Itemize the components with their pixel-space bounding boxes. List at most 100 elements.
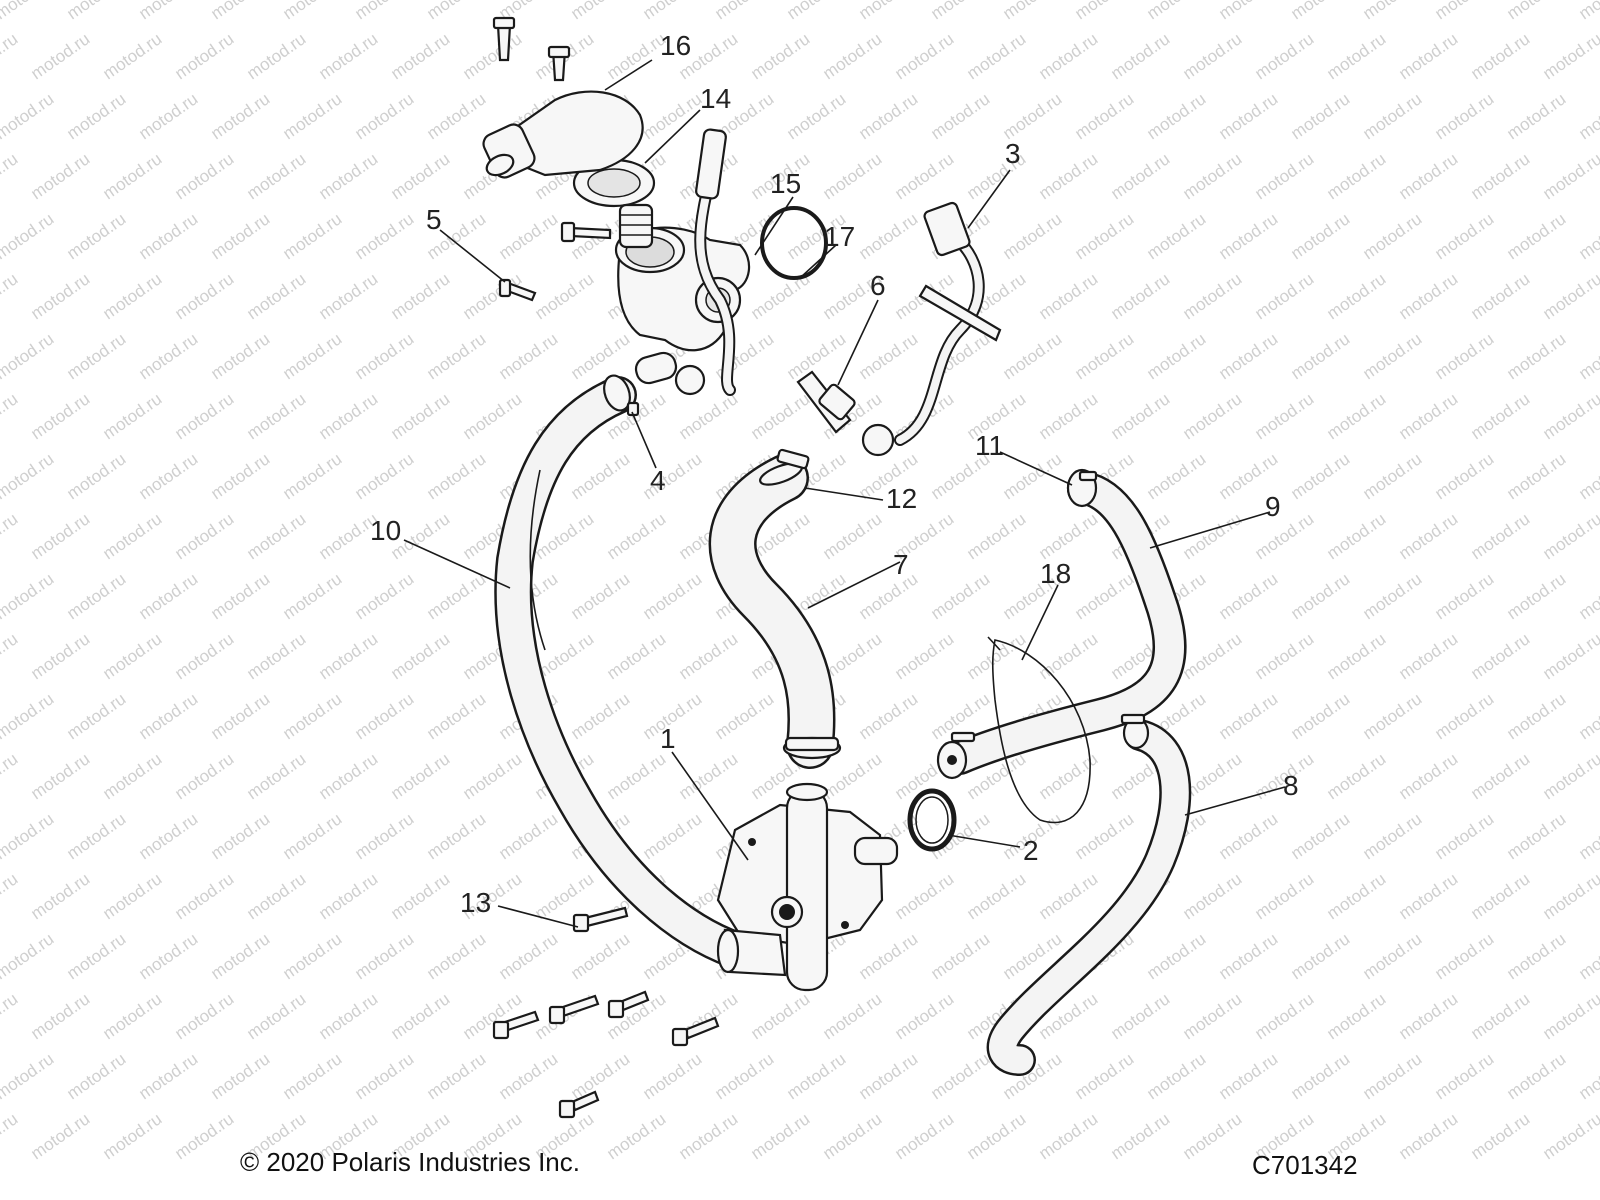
watermark-text: motod.ru [1323, 29, 1389, 83]
watermark-text: motod.ru [243, 149, 309, 203]
watermark-text: motod.ru [855, 329, 921, 383]
watermark-text: motod.ru [279, 569, 345, 623]
watermark-text: motod.ru [567, 449, 633, 503]
watermark-text: motod.ru [675, 749, 741, 803]
watermark-text: motod.ru [171, 629, 237, 683]
watermark-text: motod.ru [0, 689, 57, 743]
watermark-text: motod.ru [1287, 929, 1353, 983]
watermark-text: motod.ru [1575, 1049, 1600, 1103]
watermark-text: motod.ru [639, 809, 705, 863]
watermark-text: motod.ru [1251, 389, 1317, 443]
watermark-text: motod.ru [495, 809, 561, 863]
leader-lines [403, 59, 1286, 928]
hose-7 [708, 454, 842, 769]
callout-17: 17 [824, 221, 855, 252]
watermark-text: motod.ru [1323, 389, 1389, 443]
watermark-text: motod.ru [1143, 929, 1209, 983]
watermark-text: motod.ru [1251, 989, 1317, 1043]
watermark-text: motod.ru [1575, 0, 1600, 23]
watermark-text: motod.ru [1287, 689, 1353, 743]
watermark-text: motod.ru [171, 389, 237, 443]
watermark-text: motod.ru [1467, 869, 1533, 923]
watermark-text: motod.ru [387, 389, 453, 443]
watermark-text: motod.ru [387, 989, 453, 1043]
watermark-text: motod.ru [315, 749, 381, 803]
watermark-text: motod.ru [639, 1049, 705, 1103]
watermark-text: motod.ru [0, 0, 57, 23]
callout-9: 9 [1265, 491, 1281, 522]
watermark-text: motod.ru [1395, 749, 1461, 803]
watermark-text: motod.ru [207, 929, 273, 983]
watermark-text: motod.ru [819, 1109, 885, 1163]
watermark-text: motod.ru [207, 569, 273, 623]
watermark-text: motod.ru [0, 1049, 57, 1103]
watermark-text: motod.ru [1503, 89, 1569, 143]
drawing-number: C701342 [1252, 1150, 1358, 1180]
watermark-text: motod.ru [387, 149, 453, 203]
watermark-text: motod.ru [63, 569, 129, 623]
watermark-text: motod.ru [0, 389, 21, 443]
watermark-text: motod.ru [1071, 0, 1137, 23]
watermark-text: motod.ru [927, 569, 993, 623]
watermark-text: motod.ru [711, 689, 777, 743]
watermark-text: motod.ru [1179, 389, 1245, 443]
watermark-text: motod.ru [135, 809, 201, 863]
watermark-text: motod.ru [423, 569, 489, 623]
watermark-text: motod.ru [279, 89, 345, 143]
watermark-text: motod.ru [675, 629, 741, 683]
watermark-text: motod.ru [891, 1109, 957, 1163]
watermark-text: motod.ru [1179, 629, 1245, 683]
watermark-text: motod.ru [279, 809, 345, 863]
watermark-text: motod.ru [1179, 29, 1245, 83]
watermark-text: motod.ru [999, 209, 1065, 263]
watermark-text: motod.ru [243, 749, 309, 803]
watermark-text: motod.ru [855, 89, 921, 143]
watermark-text: motod.ru [459, 389, 525, 443]
callout-3: 3 [1005, 138, 1021, 169]
watermark-text: motod.ru [639, 569, 705, 623]
watermark-text: motod.ru [1179, 869, 1245, 923]
watermark-text: motod.ru [423, 0, 489, 23]
watermark-text: motod.ru [1251, 869, 1317, 923]
watermark-text: motod.ru [27, 509, 93, 563]
watermark-text: motod.ru [135, 689, 201, 743]
watermark-text: motod.ru [351, 569, 417, 623]
watermark-text: motod.ru [1323, 869, 1389, 923]
watermark-text: motod.ru [603, 629, 669, 683]
watermark-text: motod.ru [819, 509, 885, 563]
watermark-text: motod.ru [999, 449, 1065, 503]
watermark-text: motod.ru [747, 989, 813, 1043]
watermark-text: motod.ru [171, 509, 237, 563]
watermark-text: motod.ru [1215, 569, 1281, 623]
watermark-text: motod.ru [1431, 1049, 1497, 1103]
part-14-thermostat [572, 158, 656, 249]
watermark-text: motod.ru [63, 89, 129, 143]
watermark-text: motod.ru [783, 329, 849, 383]
watermark-text: motod.ru [603, 509, 669, 563]
watermark-text: motod.ru [171, 29, 237, 83]
watermark-text: motod.ru [1431, 209, 1497, 263]
watermark-text: motod.ru [1359, 209, 1425, 263]
watermark-text: motod.ru [423, 809, 489, 863]
hose-clamps [603, 374, 1146, 743]
watermark-text: motod.ru [1503, 689, 1569, 743]
watermark-text: motod.ru [351, 809, 417, 863]
watermark-text: motod.ru [135, 449, 201, 503]
watermark-text: motod.ru [927, 89, 993, 143]
watermark-text: motod.ru [1071, 329, 1137, 383]
watermark-text: motod.ru [495, 929, 561, 983]
watermark-text: motod.ru [99, 149, 165, 203]
watermark-text: motod.ru [1539, 29, 1600, 83]
watermark-text: motod.ru [1323, 509, 1389, 563]
watermark-text: motod.ru [171, 149, 237, 203]
watermark-text: motod.ru [819, 29, 885, 83]
watermark-text: motod.ru [1179, 989, 1245, 1043]
watermark-text: motod.ru [171, 269, 237, 323]
watermark-text: motod.ru [27, 749, 93, 803]
watermark-text: motod.ru [1323, 989, 1389, 1043]
watermark-text: motod.ru [1071, 209, 1137, 263]
watermark-text: motod.ru [0, 989, 21, 1043]
watermark-text: motod.ru [459, 989, 525, 1043]
watermark-text: motod.ru [1359, 689, 1425, 743]
watermark-text: motod.ru [1503, 569, 1569, 623]
